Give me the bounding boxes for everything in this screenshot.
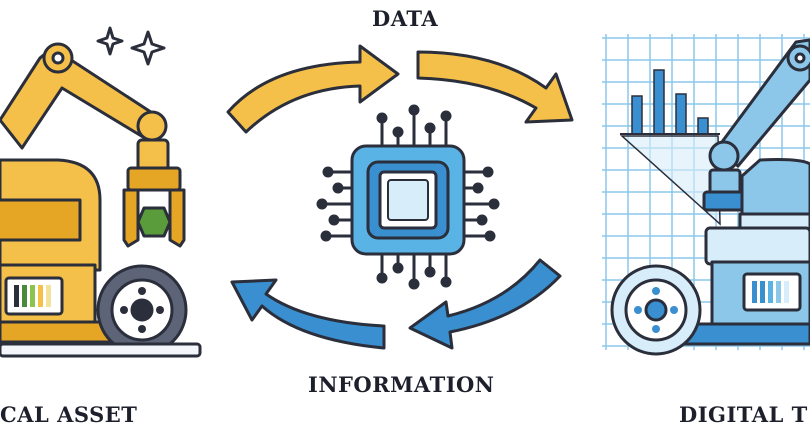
microchip-icon — [316, 104, 500, 290]
physical-asset-label: CAL ASSET — [0, 402, 138, 425]
arrow-right-icon — [416, 50, 574, 124]
sparkle-icon — [96, 26, 124, 56]
sparkle-icon — [130, 30, 166, 66]
arrow-left-icon — [230, 278, 386, 350]
arrow-right-icon — [226, 44, 400, 134]
bar-chart-icon — [631, 69, 709, 135]
data-label: DATA — [372, 6, 439, 31]
physical-robot-icon — [0, 26, 202, 358]
digital-twin-robot-icon — [602, 34, 810, 356]
digital-twin-label: DIGITAL T — [679, 402, 808, 425]
arrow-left-icon — [408, 258, 562, 350]
information-label: INFORMATION — [308, 372, 495, 397]
